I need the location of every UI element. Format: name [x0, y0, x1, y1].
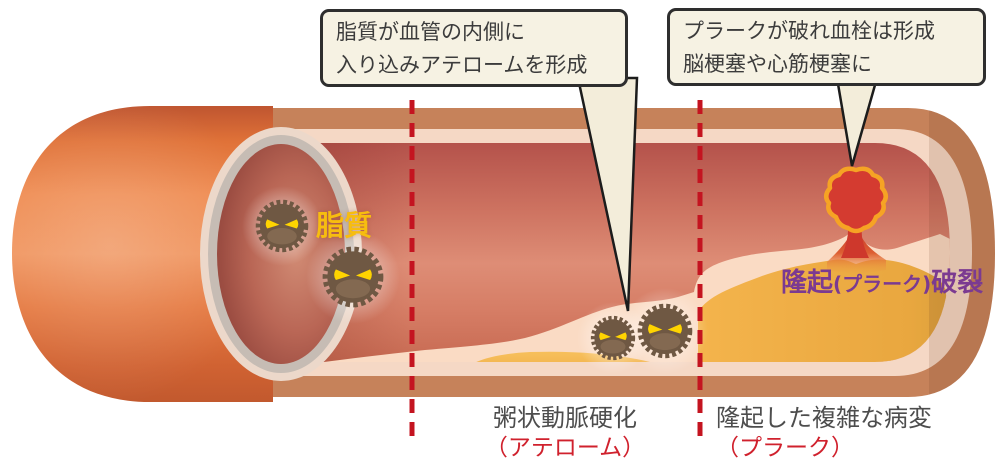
stage-atheroma-sub: （アテローム） — [484, 435, 646, 461]
callout-text-line: 脂質が血管の内側に — [336, 20, 525, 44]
callout-text-line: プラークが破れ血栓は形成 — [683, 19, 935, 43]
callout-text-line: 入り込みアテロームを形成 — [336, 53, 588, 77]
bulge-label-suffix: 破裂 — [931, 268, 984, 298]
endcap-shading — [929, 108, 995, 397]
vessel-cylinder — [12, 106, 273, 402]
lipid-label: 脂質 — [316, 209, 373, 242]
callout-atheroma-formation: 脂質が血管の内側に 入り込みアテロームを形成 — [320, 9, 628, 87]
callout-text-line: 脳梗塞や心筋梗塞に — [683, 52, 872, 76]
rupture-blob — [824, 166, 888, 258]
lipid-core-plaque — [698, 259, 946, 362]
thrombus-cloud — [824, 166, 888, 234]
bulge-label-prefix: 隆起 — [781, 268, 834, 298]
bulge-rupture-label: 隆起(プラーク)破裂 — [781, 262, 983, 299]
stage-plaque-sub: （プラーク） — [716, 435, 854, 461]
bulge-label-paren: (プラーク) — [833, 272, 932, 296]
callout-plaque-rupture: プラークが破れ血栓は形成 脳梗塞や心筋梗塞に — [667, 8, 986, 86]
stage-atheroma-name: 粥状動脈硬化 — [493, 404, 637, 432]
stage-plaque-name: 隆起した複雑な病変 — [716, 404, 932, 432]
